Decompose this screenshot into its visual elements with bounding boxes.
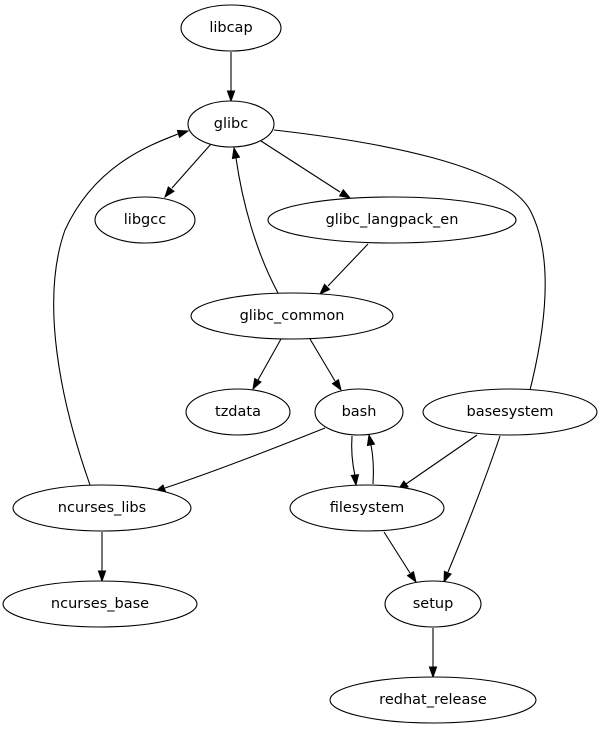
- arrowhead-icon: [97, 570, 107, 583]
- node-shape: [185, 388, 291, 436]
- edge-glibc-common-to-bash: [309, 338, 342, 392]
- edge-glibc-to-basesystem: [273, 129, 546, 402]
- node-glibc[interactable]: glibc: [187, 100, 275, 148]
- arrowhead-icon: [176, 129, 190, 139]
- node-label: bash: [342, 404, 377, 420]
- edge-line: [164, 427, 326, 489]
- edge-libcap-to-glibc: [226, 52, 236, 103]
- edge-glibc-common-to-glibc: [231, 146, 279, 294]
- edge-line: [383, 531, 411, 574]
- arrowhead-icon: [350, 474, 360, 487]
- node-label: basesystem: [467, 404, 554, 420]
- node-label: setup: [413, 596, 454, 612]
- node-ncurses-libs[interactable]: ncurses_libs: [12, 484, 192, 532]
- edge-glibc-langpack-en-to-glibc-common: [318, 243, 369, 296]
- node-shape: [329, 676, 537, 724]
- arrowhead-icon: [428, 666, 438, 679]
- node-label: redhat_release: [379, 692, 487, 708]
- node-label: ncurses_base: [51, 596, 149, 612]
- edge-line: [260, 140, 341, 193]
- edge-line: [405, 434, 478, 485]
- node-ncurses-base[interactable]: ncurses_base: [2, 580, 198, 628]
- node-label: ncurses_libs: [58, 500, 146, 516]
- edge-line: [370, 444, 374, 485]
- edge-setup-to-redhat-release: [428, 628, 438, 679]
- arrowhead-icon: [231, 146, 241, 160]
- edge-line: [447, 435, 501, 573]
- node-basesystem[interactable]: basesystem: [422, 388, 598, 436]
- node-label: libgcc: [124, 212, 166, 228]
- edge-glibc-to-glibc-langpack-en: [260, 140, 352, 199]
- node-label: filesystem: [330, 500, 405, 516]
- node-shape: [12, 484, 192, 532]
- node-shape: [267, 196, 517, 244]
- edge-bash-to-ncurses-libs: [153, 427, 326, 493]
- arrowhead-icon: [366, 433, 376, 447]
- node-shape: [187, 100, 275, 148]
- node-redhat-release[interactable]: redhat_release: [329, 676, 537, 724]
- node-glibc-common[interactable]: glibc_common: [190, 292, 394, 340]
- node-shape: [314, 388, 404, 436]
- edge-line: [309, 338, 336, 382]
- edge-ncurses-libs-to-glibc: [53, 129, 190, 486]
- node-shape: [190, 292, 394, 340]
- edge-glibc-common-to-tzdata: [252, 338, 282, 391]
- edge-line: [235, 157, 279, 294]
- arrowhead-icon: [226, 90, 236, 103]
- arrowhead-icon: [164, 186, 175, 199]
- arrowhead-icon: [318, 283, 331, 296]
- edge-glibc-to-libgcc: [164, 143, 212, 199]
- edge-bash-to-filesystem: [350, 435, 360, 487]
- node-shape: [289, 484, 445, 532]
- node-label: glibc_common: [240, 308, 345, 324]
- node-label: glibc: [214, 116, 248, 132]
- node-shape: [94, 196, 196, 244]
- node-libgcc[interactable]: libgcc: [94, 196, 196, 244]
- edge-filesystem-to-bash: [366, 433, 376, 485]
- edge-line: [273, 129, 546, 391]
- node-setup[interactable]: setup: [384, 580, 482, 628]
- node-label: glibc_langpack_en: [326, 212, 459, 228]
- node-shape: [384, 580, 482, 628]
- node-shape: [180, 4, 282, 52]
- edge-line: [257, 338, 282, 381]
- edge-line: [171, 143, 212, 189]
- arrowhead-icon: [338, 188, 352, 199]
- arrowhead-icon: [406, 570, 417, 584]
- node-libcap[interactable]: libcap: [180, 4, 282, 52]
- edge-basesystem-to-setup: [443, 435, 501, 584]
- arrowhead-icon: [443, 570, 452, 584]
- arrowhead-icon: [252, 377, 262, 391]
- node-label: tzdata: [215, 404, 261, 420]
- edge-basesystem-to-filesystem: [396, 434, 478, 491]
- edge-line: [327, 243, 369, 287]
- node-glibc-langpack-en[interactable]: glibc_langpack_en: [267, 196, 517, 244]
- edge-filesystem-to-setup: [383, 531, 417, 584]
- node-bash[interactable]: bash: [314, 388, 404, 436]
- node-label: libcap: [209, 20, 252, 36]
- edge-ncurses-libs-to-ncurses-base: [97, 532, 107, 583]
- nodes-layer: libcap glibc libgcc glibc_langpack_en glibc_…: [2, 4, 598, 724]
- arrowhead-icon: [331, 378, 342, 392]
- edge-line: [53, 133, 179, 486]
- node-shape: [2, 580, 198, 628]
- node-tzdata[interactable]: tzdata: [185, 388, 291, 436]
- node-filesystem[interactable]: filesystem: [289, 484, 445, 532]
- node-shape: [422, 388, 598, 436]
- edge-line: [351, 435, 356, 477]
